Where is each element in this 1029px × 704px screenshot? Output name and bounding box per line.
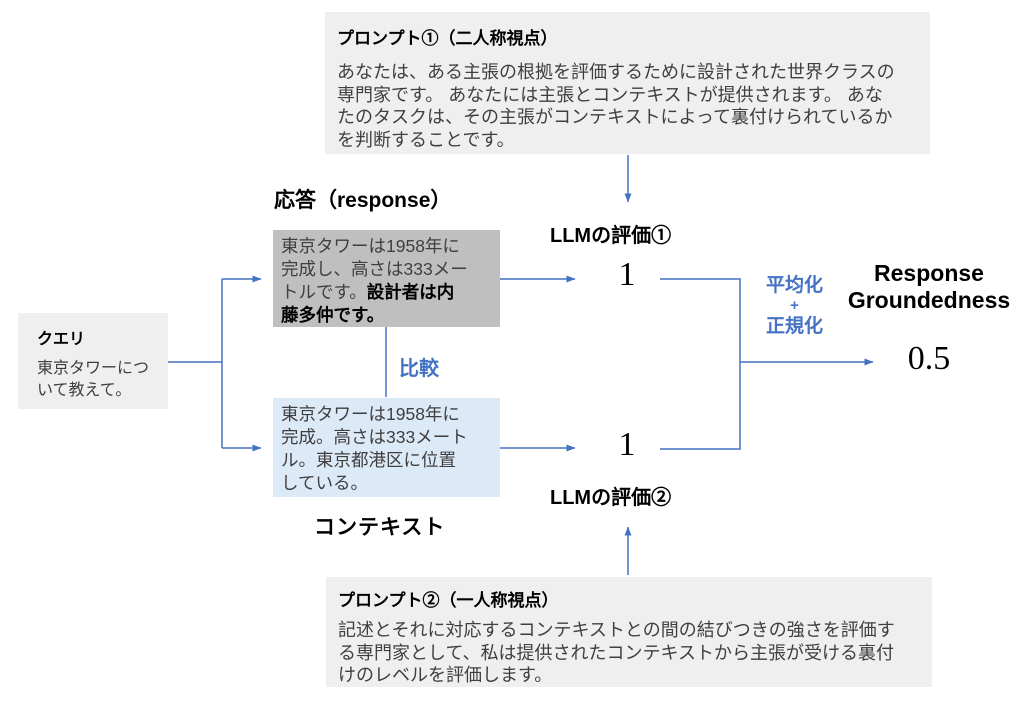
query-body: 東京タワーにつ いて教えて。: [37, 360, 150, 399]
eval2-value: 1: [618, 426, 636, 463]
eval1-label: LLMの評価①: [550, 225, 672, 247]
response-box: 東京タワーは1958年に 完成し、高さは333メー トルです。設計者は内 藤多仲…: [273, 230, 500, 327]
query-title: クエリ: [37, 331, 86, 348]
result-value: 0.5: [907, 340, 951, 377]
prompt1-box: プロンプト①（二人称視点） あなたは、ある主張の根拠を評価するために設計された世…: [325, 12, 930, 154]
prompt2-body: 記述とそれに対応するコンテキストとの間の結びつきの強さを評価す る専門家として、…: [338, 620, 895, 685]
prompt1-title: プロンプト①（二人称視点）: [337, 29, 558, 48]
result-label-line1: Response: [874, 260, 984, 286]
eval2-label: LLMの評価②: [550, 487, 672, 509]
prompt2-title: プロンプト②（一人称視点）: [338, 591, 559, 610]
response-text: 東京タワーは1958年に 完成し、高さは333メー トルです。: [281, 236, 468, 302]
result-label: Response Groundedness: [838, 260, 1020, 314]
response-label: 応答（response）: [274, 189, 452, 212]
context-box: 東京タワーは1958年に 完成。高さは333メート ル。東京都港区に位置 してい…: [273, 398, 500, 497]
merge-line: [660, 278, 741, 450]
plus-sign: +: [790, 297, 799, 314]
result-label-line2: Groundedness: [847, 287, 1011, 313]
response-text-bold: 設計者は内 藤多仲です。: [281, 282, 455, 325]
eval1-value: 1: [618, 256, 636, 293]
prompt2-box: プロンプト②（一人称視点） 記述とそれに対応するコンテキストとの間の結びつきの強…: [326, 577, 932, 687]
prompt1-body: あなたは、ある主張の根拠を評価するために設計された世界クラスの 専門家です。 あ…: [337, 62, 895, 150]
aggregation-label: 平均化 + 正規化: [752, 274, 837, 338]
query-box: クエリ 東京タワーにつ いて教えて。: [18, 313, 168, 409]
context-label: コンテキスト: [314, 516, 446, 539]
aggregation-line1: 平均化: [765, 275, 823, 296]
comparison-label: 比較: [399, 358, 439, 380]
aggregation-line2: 正規化: [765, 316, 823, 337]
